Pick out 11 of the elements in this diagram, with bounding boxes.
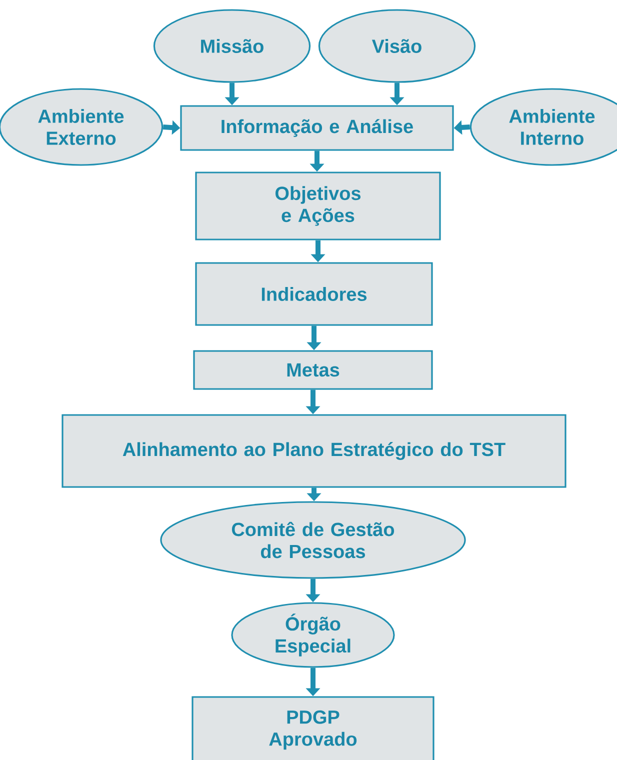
ellipse-node: Visão xyxy=(318,9,476,83)
process-box: Indicadores xyxy=(195,262,433,326)
process-box: Metas xyxy=(193,350,433,390)
ellipse-node: Órgão Especial xyxy=(231,602,395,668)
process-box: Objetivos e Ações xyxy=(195,172,441,240)
ellipse-node: Missão xyxy=(153,9,311,83)
ellipse-node: Ambiente Interno xyxy=(470,88,617,166)
process-box: Alinhamento ao Plano Estratégico do TST xyxy=(62,414,566,488)
ellipse-node: Comitê de Gestão de Pessoas xyxy=(160,501,466,579)
process-box: PDGP Aprovado xyxy=(192,696,434,760)
process-box: Informação e Análise xyxy=(180,105,454,151)
